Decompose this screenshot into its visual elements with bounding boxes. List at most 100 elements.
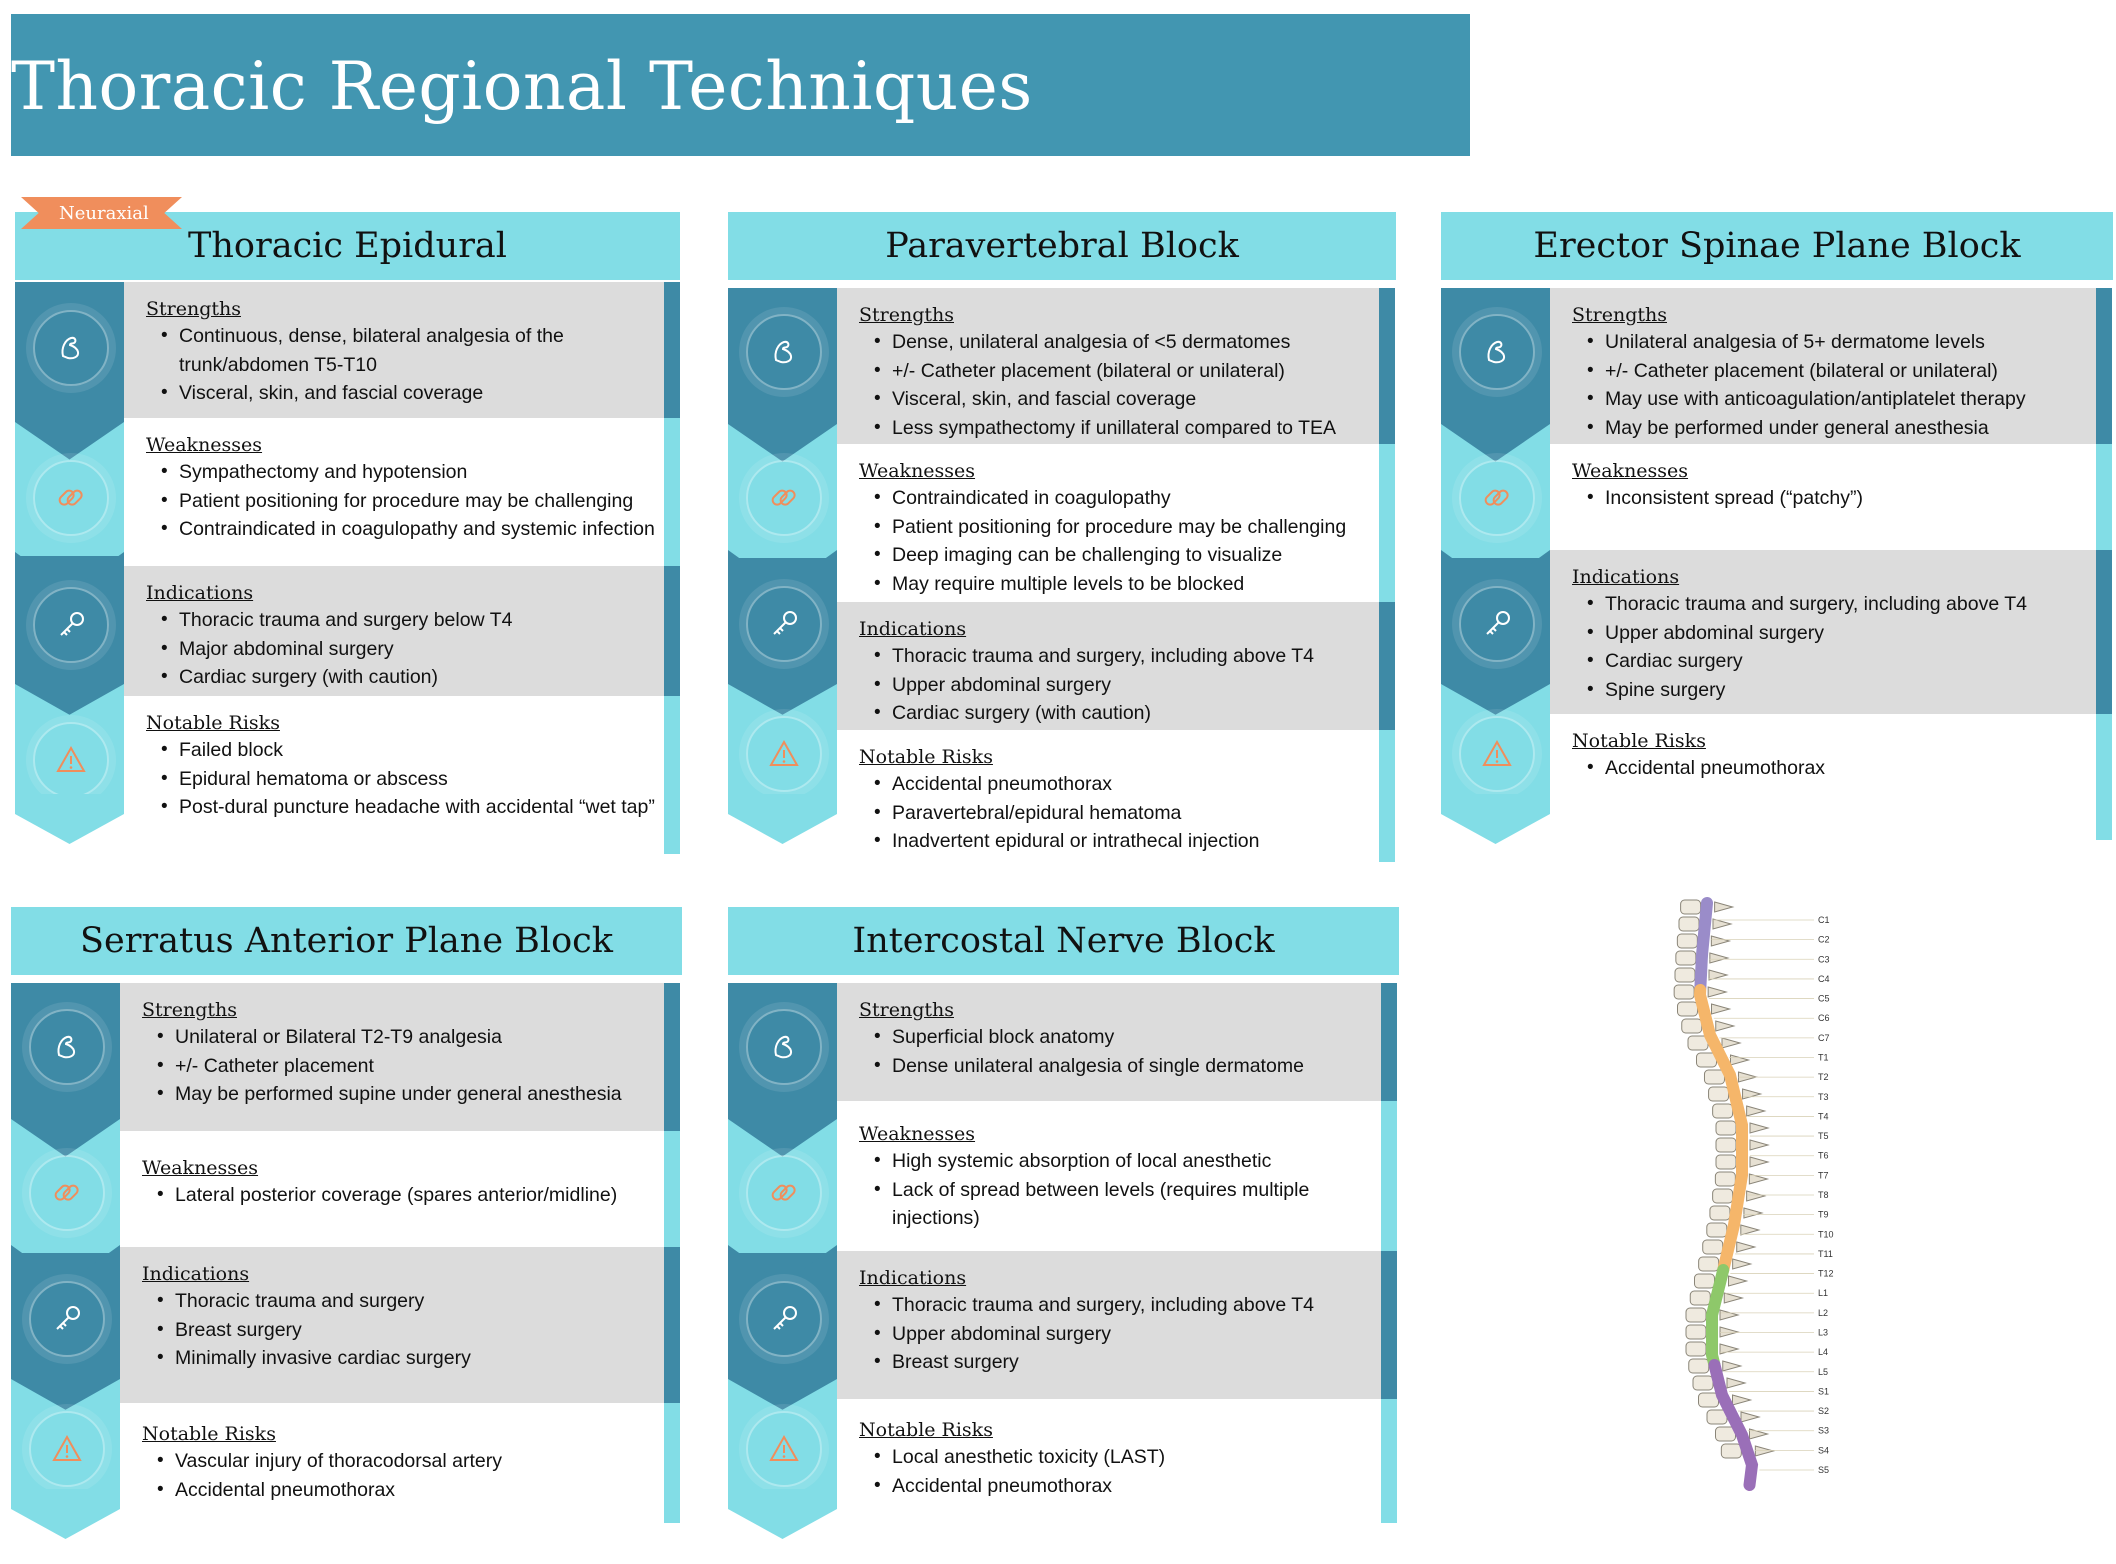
spinous-process — [1748, 1173, 1770, 1185]
chain-link-icon — [746, 460, 822, 536]
list-item: Cardiac surgery — [1587, 647, 2096, 676]
spinous-process — [1749, 1122, 1770, 1134]
icon-rail — [728, 288, 837, 794]
list-item: May be performed under general anesthesi… — [1587, 414, 2096, 443]
vertebra-level-label: T8 — [1818, 1190, 1829, 1200]
section-heading: Indications — [142, 1263, 250, 1285]
spinous-process — [1740, 1224, 1761, 1236]
vertebra-level-label: T4 — [1818, 1111, 1829, 1121]
vertebra — [1715, 1137, 1737, 1153]
list-item: Epidural hematoma or abscess — [161, 765, 664, 794]
card-title: Paravertebral Block — [885, 226, 1239, 266]
section-heading: Notable Risks — [146, 712, 280, 734]
vertebra-level-label: T7 — [1818, 1170, 1829, 1180]
key-icon — [746, 586, 822, 662]
section-heading: Indications — [146, 582, 254, 604]
spinous-process — [1746, 1105, 1767, 1117]
flexed-arm-icon — [33, 310, 109, 386]
vertebra — [1678, 916, 1700, 932]
list-item: Patient positioning for procedure may be… — [161, 487, 664, 516]
neuraxial-tag: Neuraxial — [21, 197, 182, 229]
indications-section: Indications Thoracic trauma and surgery,… — [837, 602, 1379, 730]
card-erector-spinae-plane-block: Erector Spinae Plane Block Strengths Uni… — [1441, 212, 2113, 852]
list-item: Dense, unilateral analgesia of <5 dermat… — [874, 328, 1379, 357]
section-heading: Indications — [859, 618, 967, 640]
list-item: Contraindicated in coagulopathy and syst… — [161, 515, 664, 544]
vertebra-level-label: T2 — [1818, 1072, 1829, 1082]
list-item: Contraindicated in coagulopathy — [874, 484, 1379, 513]
list-item: Upper abdominal surgery — [874, 1320, 1381, 1349]
icon-rail — [728, 983, 837, 1489]
spinous-process — [1742, 1088, 1763, 1100]
list-item: Minimally invasive cardiac surgery — [157, 1344, 664, 1373]
vertebra-level-label: S5 — [1818, 1465, 1829, 1475]
strengths-section: Strengths Superficial block anatomy Dens… — [837, 983, 1381, 1101]
key-icon — [1459, 586, 1535, 662]
flexed-arm-icon — [746, 314, 822, 390]
spinous-process — [1709, 952, 1730, 964]
section-heading: Notable Risks — [859, 746, 993, 768]
vertebra-level-label: T9 — [1818, 1210, 1829, 1220]
indications-section: Indications Thoracic trauma and surgery … — [120, 1247, 664, 1403]
vertebra — [1712, 1188, 1734, 1204]
vertebra-level-label: T6 — [1818, 1151, 1829, 1161]
list-item: Post-dural puncture headache with accide… — [161, 793, 664, 822]
spinous-process — [1723, 1292, 1745, 1304]
vertebra — [1698, 1256, 1720, 1272]
vertebra — [1714, 1171, 1736, 1187]
weaknesses-section: Weaknesses Inconsistent spread (“patchy”… — [1550, 444, 2096, 550]
list-item: Unilateral or Bilateral T2-T9 analgesia — [157, 1023, 664, 1052]
list-item: Accidental pneumothorax — [874, 770, 1379, 799]
list-item: Accidental pneumothorax — [157, 1476, 664, 1505]
spinous-process — [1749, 1156, 1770, 1168]
spinal-cord-segment — [1706, 1264, 1730, 1371]
list-item: Visceral, skin, and fascial coverage — [161, 379, 664, 408]
spinal-cord-segment — [1693, 984, 1748, 1276]
notable-risks-section: Notable Risks Accidental pneumothorax — [1550, 714, 2096, 840]
vertebra-level-label: T1 — [1818, 1053, 1829, 1063]
list-item: Lateral posterior coverage (spares anter… — [157, 1181, 664, 1210]
vertebra — [1673, 984, 1695, 1000]
spinous-process — [1754, 1445, 1776, 1457]
list-item: Patient positioning for procedure may be… — [874, 513, 1379, 542]
warning-triangle-icon — [29, 1411, 105, 1487]
chain-link-icon — [29, 1155, 105, 1231]
list-item: Continuous, dense, bilateral analgesia o… — [161, 322, 664, 379]
section-heading: Weaknesses — [142, 1157, 259, 1179]
list-item: +/- Catheter placement (bilateral or uni… — [874, 357, 1379, 386]
list-item: Major abdominal surgery — [161, 635, 664, 664]
spinal-cord-segment — [1694, 897, 1713, 994]
notable-risks-section: Notable Risks Vascular injury of thoraco… — [120, 1403, 664, 1523]
list-item: Thoracic trauma and surgery — [157, 1287, 664, 1316]
vertebra-level-label: C6 — [1818, 1013, 1830, 1023]
section-heading: Notable Risks — [142, 1423, 276, 1445]
vertebra — [1677, 1001, 1698, 1017]
card-header: Serratus Anterior Plane Block — [11, 907, 682, 975]
vertebra — [1674, 967, 1696, 983]
section-heading: Weaknesses — [146, 434, 263, 456]
vertebra-level-label: T3 — [1818, 1092, 1829, 1102]
spinous-process — [1722, 1360, 1743, 1372]
icon-rail — [1441, 288, 1550, 794]
section-heading: Strengths — [146, 298, 241, 320]
warning-triangle-icon — [746, 716, 822, 792]
strengths-section: Strengths Dense, unilateral analgesia of… — [837, 288, 1379, 444]
section-heading: Weaknesses — [1572, 460, 1689, 482]
section-heading: Strengths — [142, 999, 237, 1021]
section-heading: Notable Risks — [859, 1419, 993, 1441]
vertebra — [1680, 899, 1702, 915]
vertebra — [1706, 1222, 1728, 1238]
list-item: High systemic absorption of local anesth… — [874, 1147, 1381, 1176]
vertebra-level-label: C5 — [1818, 994, 1830, 1004]
list-item: Thoracic trauma and surgery, including a… — [1587, 590, 2096, 619]
card-header: Erector Spinae Plane Block — [1441, 212, 2113, 280]
vertebra-level-label: C1 — [1818, 915, 1830, 925]
vertebra-level-label: T5 — [1818, 1131, 1829, 1141]
vertebra — [1685, 1324, 1707, 1340]
spinous-process — [1728, 1275, 1749, 1287]
spinous-process — [1715, 1020, 1736, 1032]
indications-section: Indications Thoracic trauma and surgery,… — [837, 1251, 1381, 1399]
vertebra-level-label: S2 — [1818, 1406, 1829, 1416]
card-title: Intercostal Nerve Block — [852, 921, 1275, 961]
spinous-process — [1743, 1207, 1764, 1219]
